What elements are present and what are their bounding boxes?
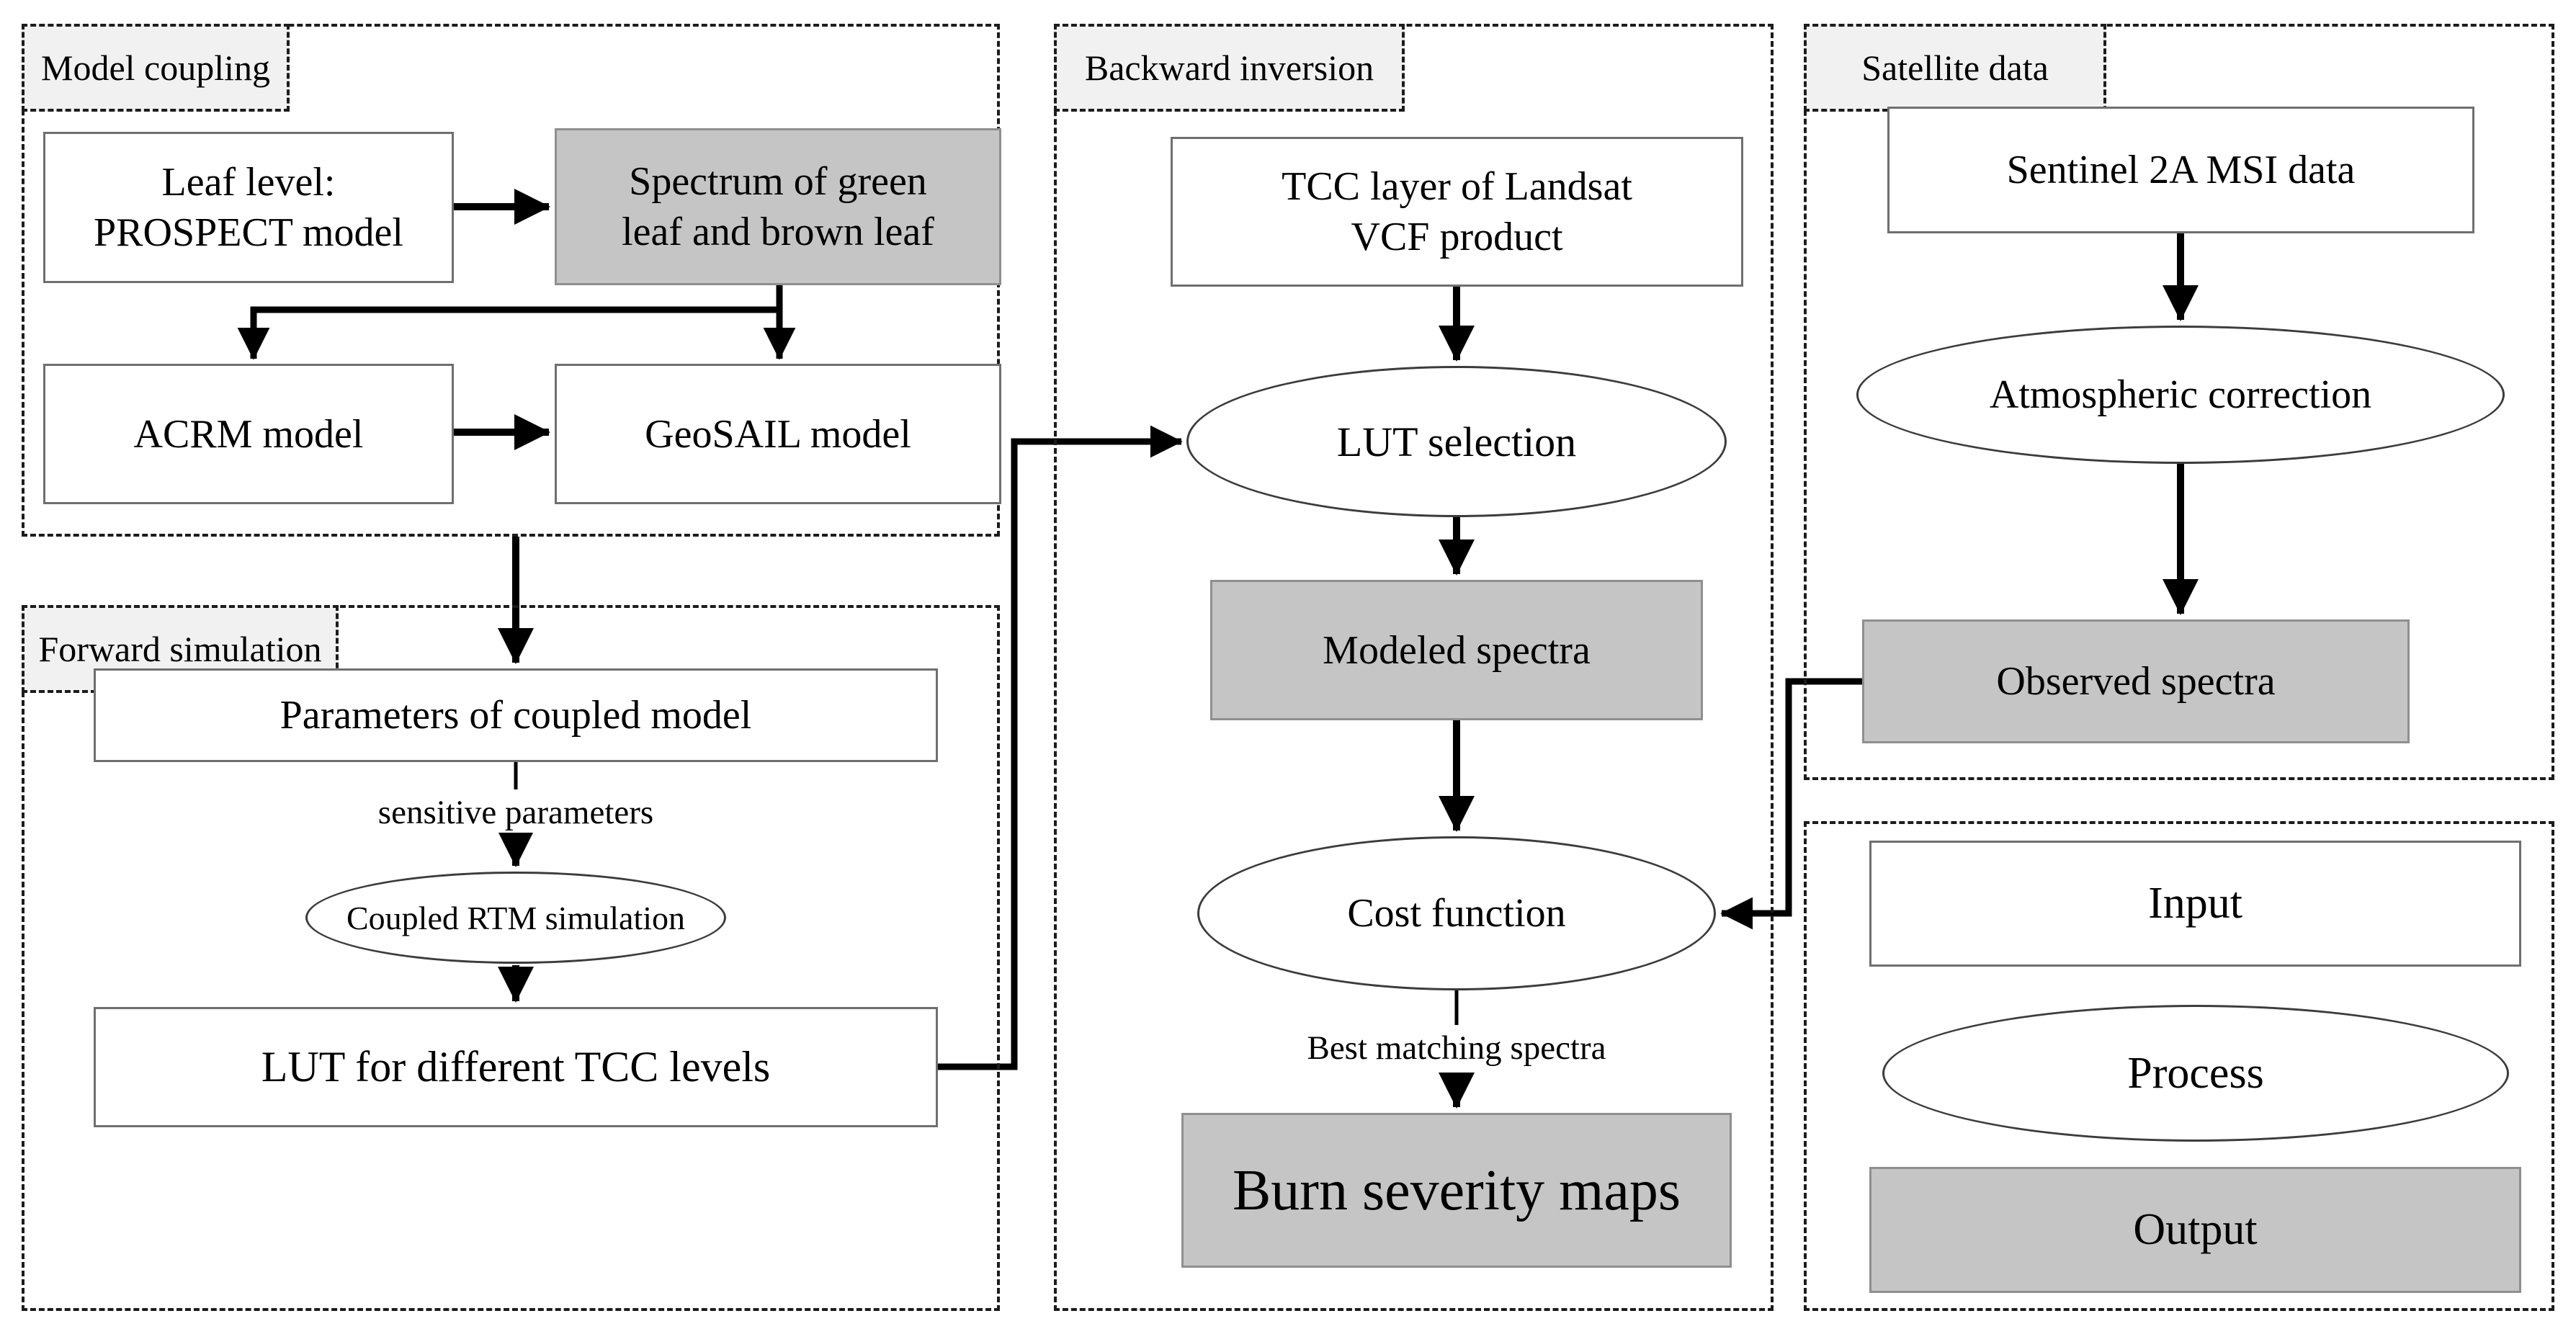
node-tcc-line1: TCC layer of Landsat xyxy=(1282,164,1632,209)
edge-label-sensitive-parameters: sensitive parameters xyxy=(300,792,732,833)
section-satellite-data xyxy=(1804,24,2554,780)
node-acrm-model: ACRM model xyxy=(43,364,454,504)
node-observed-spectra: Observed spectra xyxy=(1862,619,2410,743)
section-legend xyxy=(1804,821,2554,1311)
legend-process-ellipse: Process xyxy=(1882,1005,2509,1142)
node-parameters-coupled-model: Parameters of coupled model xyxy=(94,668,938,762)
node-prospect-model: Leaf level: PROSPECT model xyxy=(43,132,454,283)
node-spectrum-line1: Spectrum of green xyxy=(629,159,927,204)
node-prospect-line2: PROSPECT model xyxy=(94,210,403,255)
legend-output-box: Output xyxy=(1869,1167,2521,1293)
node-burn-severity-maps: Burn severity maps xyxy=(1181,1113,1732,1268)
node-spectrum-green-brown: Spectrum of green leaf and brown leaf xyxy=(555,128,1001,285)
section-backward-inversion xyxy=(1054,24,1774,1311)
node-lut-selection: LUT selection xyxy=(1186,366,1727,517)
node-cost-function: Cost function xyxy=(1197,836,1716,990)
section-label-satellite-data: Satellite data xyxy=(1804,24,2106,112)
node-spectrum-line2: leaf and brown leaf xyxy=(622,210,934,254)
node-coupled-rtm-simulation: Coupled RTM simulation xyxy=(305,872,726,964)
node-tcc-line2: VCF product xyxy=(1351,215,1563,259)
node-atmospheric-correction: Atmospheric correction xyxy=(1856,326,2505,464)
legend-input-box: Input xyxy=(1869,841,2521,967)
section-label-model-coupling: Model coupling xyxy=(22,24,290,112)
section-forward-simulation xyxy=(22,605,1000,1311)
edge-label-best-matching-spectra: Best matching spectra xyxy=(1204,1028,1709,1068)
section-label-backward-inversion: Backward inversion xyxy=(1054,24,1405,112)
node-lut-tcc-levels: LUT for different TCC levels xyxy=(94,1007,938,1127)
node-modeled-spectra: Modeled spectra xyxy=(1210,580,1703,720)
node-prospect-line1: Leaf level: xyxy=(161,160,336,205)
node-geosail-model: GeoSAIL model xyxy=(555,364,1001,504)
node-sentinel-2a-msi-data: Sentinel 2A MSI data xyxy=(1887,107,2474,233)
node-tcc-layer-landsat: TCC layer of Landsat VCF product xyxy=(1171,137,1743,287)
